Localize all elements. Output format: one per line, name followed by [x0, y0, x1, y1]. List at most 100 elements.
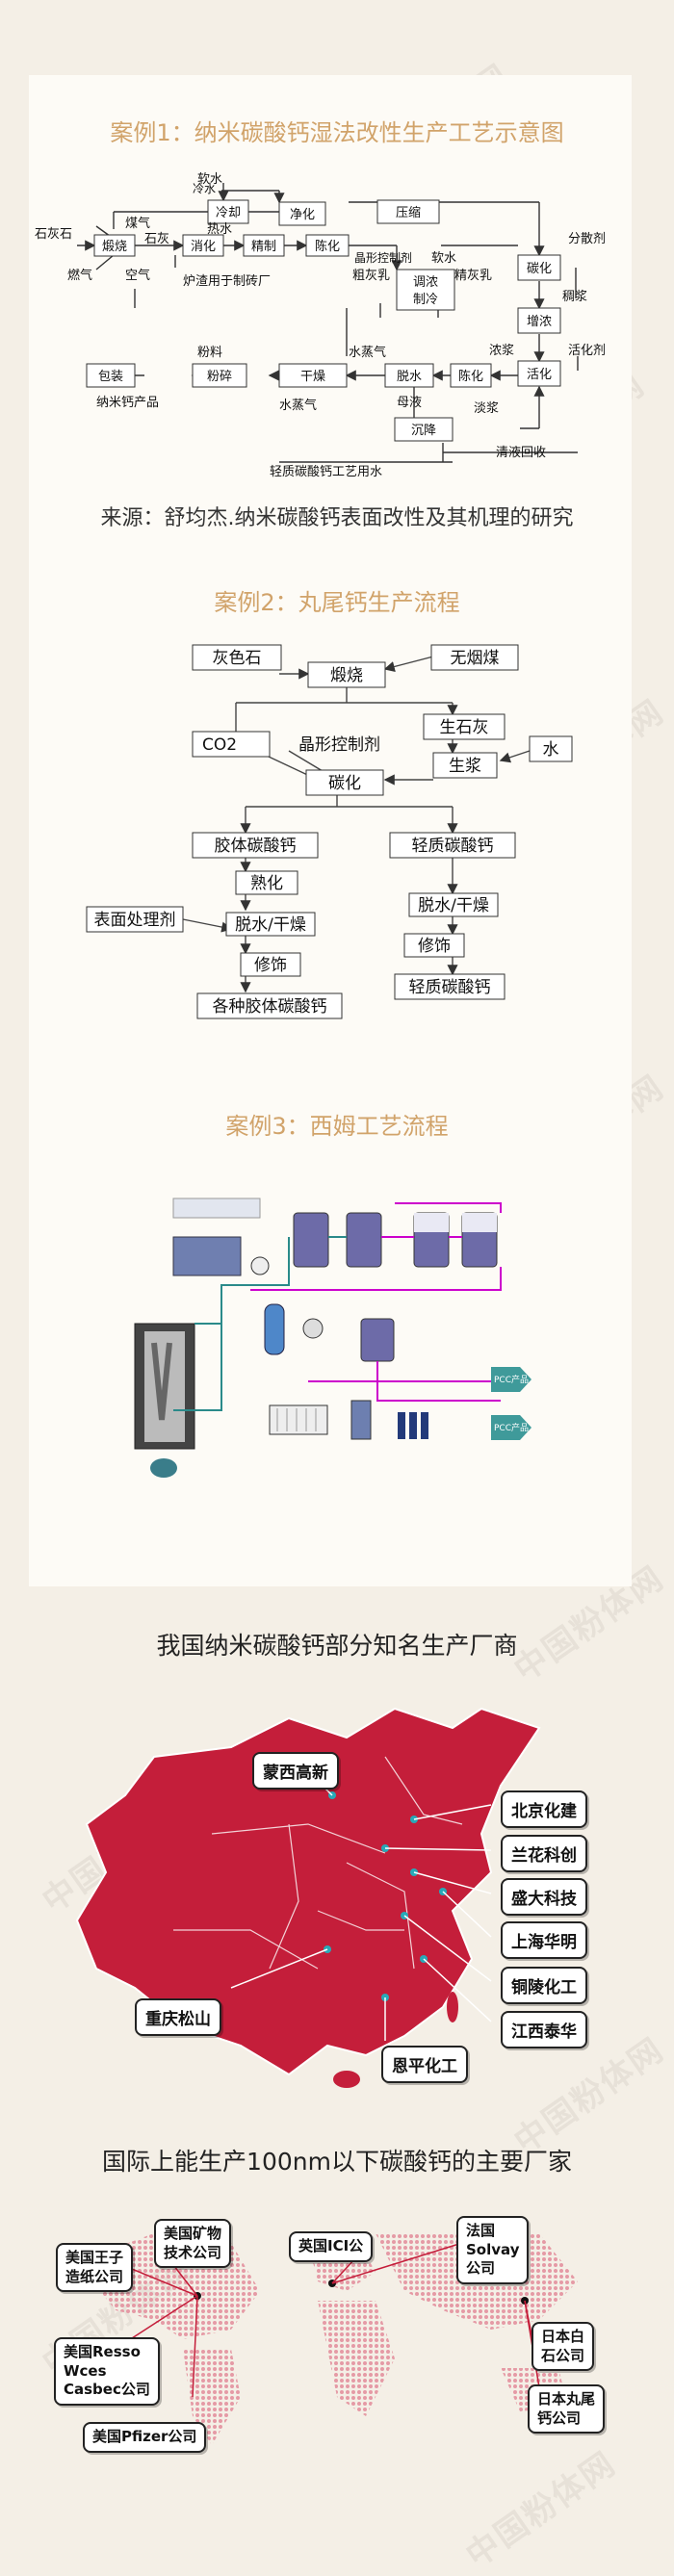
- c1-dewater: 脱水: [397, 370, 422, 384]
- c1-soft-water: 软水: [197, 172, 222, 187]
- c1-slake: 消化: [191, 240, 216, 254]
- c1-thin-slurry: 淡浆: [474, 401, 499, 416]
- c2-surface-agent: 表面处理剂: [94, 911, 176, 930]
- c1-hot-water: 热水: [207, 222, 232, 237]
- c1-air: 空气: [125, 268, 150, 283]
- c3-pcc2: PCC产品: [494, 1422, 529, 1433]
- c2-ripen: 熟化: [250, 873, 283, 893]
- c1-steam2: 水蒸气: [279, 398, 317, 413]
- label-maruo: 日本丸尾 钙公司: [528, 2384, 606, 2434]
- c1-crystal-agent: 晶形控制剂: [354, 250, 412, 265]
- c2-light: 轻质碳酸钙: [412, 837, 494, 856]
- c2-product2: 轻质碳酸钙: [409, 978, 491, 997]
- c1-fuel: 燃气: [67, 268, 92, 283]
- c2-water: 水: [543, 740, 559, 760]
- c1-soft-water2: 软水: [431, 251, 456, 266]
- c2-colloid: 胶体碳酸钙: [215, 837, 297, 856]
- c1-limestone: 石灰石: [35, 227, 72, 242]
- case1-title: 案例1：纳米碳酸钙湿法改性生产工艺示意图: [110, 119, 564, 146]
- label-shiraishi-text: 日本白: [541, 2328, 585, 2345]
- case1-source: 来源：舒均杰.纳米碳酸钙表面改性及其机理的研究: [100, 506, 574, 530]
- c1-coolrow2: 制冷: [413, 293, 438, 307]
- label-maruo-text2: 钙公司: [537, 2409, 582, 2427]
- label-jiangxi: 江西泰华: [501, 2011, 587, 2048]
- label-mengxi: 蒙西高新: [252, 1752, 339, 1790]
- label-mineral-text2: 技术公司: [164, 2243, 222, 2261]
- c1-compress: 压缩: [396, 205, 421, 220]
- c1-dense: 稠浆: [562, 290, 587, 304]
- c2-crystal-agent: 晶形控制剂: [298, 735, 380, 755]
- c1-clear-liquid: 清液回收: [496, 446, 546, 460]
- c1-cold-milk: 粗灰乳: [352, 269, 390, 283]
- c1-powder: 粉料: [197, 346, 222, 360]
- c1-calcine: 煅烧: [102, 239, 127, 254]
- label-shanghai: 上海华明: [501, 1921, 587, 1959]
- label-enping: 恩平化工: [381, 2046, 468, 2083]
- c1-cool: 冷却: [216, 206, 241, 220]
- label-mineral: 美国矿物 技术公司: [154, 2219, 232, 2268]
- c2-slurry: 生浆: [449, 757, 481, 776]
- c1-aging: 陈化: [315, 239, 340, 254]
- c1-pack: 包装: [98, 370, 123, 384]
- china-map: [75, 1707, 541, 2088]
- c2-calcine: 煅烧: [330, 666, 363, 685]
- c2-gray-stone: 灰色石: [213, 649, 262, 668]
- c1-disperse-agent: 分散剂: [568, 232, 606, 246]
- watermark: 中国粉体网: [458, 2444, 624, 2576]
- label-mineral-text: 美国矿物: [164, 2225, 222, 2242]
- c1-thicken: 增浓: [527, 315, 552, 329]
- c1-activate-agent: 活化剂: [568, 344, 606, 358]
- label-wangzi-text2: 造纸公司: [65, 2267, 124, 2285]
- c1-purify: 净化: [290, 208, 315, 222]
- c2-dewater2: 脱水/干燥: [418, 896, 489, 915]
- c1-steam: 水蒸气: [349, 345, 386, 360]
- c2-finish1: 修饰: [254, 956, 287, 975]
- case3-process-diagram: PCC产品 PCC产品: [134, 1198, 531, 1478]
- c1-refined-milk: 精灰乳: [454, 269, 492, 283]
- c1-thick-slurry: 浓浆: [489, 344, 514, 358]
- c1-activate: 活化: [527, 368, 552, 382]
- c2-dewater1: 脱水/干燥: [235, 915, 306, 935]
- c1-coal: 煤气: [125, 216, 150, 231]
- c2-carbonize: 碳化: [328, 774, 361, 793]
- c2-anthracite: 无烟煤: [451, 649, 500, 668]
- label-solvay-text3: 公司: [466, 2259, 496, 2277]
- c2-quicklime: 生石灰: [440, 718, 489, 737]
- label-resso-text2: Wces: [64, 2361, 107, 2380]
- label-solvay-text: 法国: [466, 2222, 496, 2239]
- c1-coolrow: 调浓: [413, 275, 438, 290]
- c1-carbonize: 碳化: [527, 262, 552, 276]
- label-lanhua: 兰花科创: [501, 1835, 587, 1872]
- label-resso-text3: Casbec公司: [64, 2381, 150, 2398]
- label-shiraishi: 日本白 石公司: [531, 2322, 595, 2371]
- c1-refine: 精制: [251, 240, 276, 254]
- c1-product: 纳米钙产品: [96, 396, 159, 410]
- c1-cold-water: 冷水: [193, 182, 216, 195]
- label-tongling: 铜陵化工: [501, 1967, 587, 2004]
- label-maruo-text: 日本丸尾: [537, 2390, 596, 2408]
- label-resso: 美国Resso Wces Casbec公司: [54, 2337, 160, 2406]
- c3-pcc1: PCC产品: [494, 1374, 529, 1385]
- c2-product1: 各种胶体碳酸钙: [213, 997, 327, 1017]
- label-chongqing: 重庆松山: [135, 1998, 221, 2036]
- c1-residue: 炉渣用于制砖厂: [183, 274, 271, 289]
- label-ici: 英国ICI公: [289, 2231, 374, 2262]
- label-beijing: 北京化建: [501, 1790, 587, 1828]
- label-solvay: 法国 Solvay 公司: [456, 2216, 530, 2284]
- c1-dry: 干燥: [300, 370, 325, 384]
- c1-settle: 沉降: [411, 424, 436, 438]
- world-title: 国际上能生产100nm以下碳酸钙的主要厂家: [102, 2148, 572, 2176]
- c1-lime: 石灰: [144, 232, 169, 246]
- label-solvay-text2: Solvay: [466, 2240, 520, 2258]
- china-title: 我国纳米碳酸钙部分知名生产厂商: [156, 1632, 518, 1660]
- c1-aging2: 陈化: [458, 369, 483, 384]
- case2-title: 案例2：丸尾钙生产流程: [214, 589, 460, 616]
- case1-flowchart: 煅烧 消化 精制 陈化 冷却 净化 压缩 调浓 制冷 碳化 增浓 活化 陈化 脱…: [35, 172, 606, 479]
- label-pfizer: 美国Pfizer公司: [83, 2422, 207, 2453]
- label-resso-text: 美国Resso: [64, 2343, 141, 2360]
- c2-co2: CO2: [202, 735, 237, 755]
- case3-title: 案例3：西姆工艺流程: [225, 1113, 449, 1140]
- label-shengda: 盛大科技: [501, 1878, 587, 1916]
- label-wangzi-text: 美国王子: [65, 2249, 124, 2266]
- c2-finish2: 修饰: [418, 937, 451, 956]
